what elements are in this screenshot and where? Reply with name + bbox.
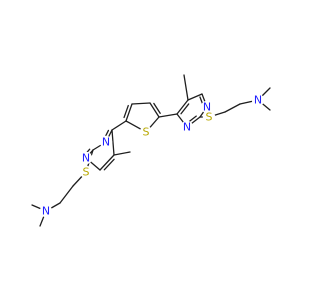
atom-label-N_p1a: N [203, 101, 211, 114]
bond-P2_C5-P2_Me [113, 151, 131, 156]
bond-P1_C4-P1_C5 [176, 99, 189, 115]
atom-label-N_amine1: N [254, 94, 262, 107]
atom-background-N_p1a [200, 100, 214, 114]
bond-T_C3-T_C4 [131, 102, 151, 105]
atom-label-S_link1: S [206, 111, 213, 124]
bond-T_C2-T_C3 [149, 102, 160, 118]
atom-background-N_p2b [79, 151, 93, 165]
atom-label-N_amine2: N [42, 205, 50, 218]
atom-background-N_p1b [180, 120, 194, 134]
bond-P2_C5-P2_C4 [111, 129, 115, 156]
atom-label-N_p1b: N [183, 121, 191, 134]
bond-L2a-L2b [59, 185, 74, 204]
bonds [31, 74, 271, 227]
bond-T_C2-P1_C4 [158, 113, 178, 118]
bond-double-T_C2-T_C3 [153, 102, 161, 114]
bond-double-P2_C6-P2_C5 [103, 158, 115, 171]
bond-P2_C6-P2_C5 [99, 154, 115, 171]
bond-P1_C5-P1_Me [183, 74, 189, 101]
bond-L1a-L1b [224, 103, 241, 113]
atom-background-S_link1 [202, 110, 216, 124]
atom-background-N_amine2 [39, 204, 53, 218]
atom-background-N_p2a [99, 135, 113, 149]
bond-P1_C5-P1_C6 [187, 93, 203, 101]
atom-label-S_link2: S [83, 166, 90, 179]
atom-label-S_thio: S [143, 126, 150, 139]
bond-T_C5-P2_C4 [111, 120, 127, 131]
atom-label-N_p2a: N [102, 136, 110, 149]
atom-background-S_link2 [79, 165, 93, 179]
bond-double-T_C4-T_C5 [123, 104, 129, 119]
atom-label-N_p2b: N [82, 152, 90, 165]
bond-T_C4-T_C5 [125, 103, 133, 122]
atom-background-S_thio [139, 125, 153, 139]
atom-background-N_amine1 [251, 93, 265, 107]
bond-double-P1_C4-P1_C5 [180, 103, 190, 115]
